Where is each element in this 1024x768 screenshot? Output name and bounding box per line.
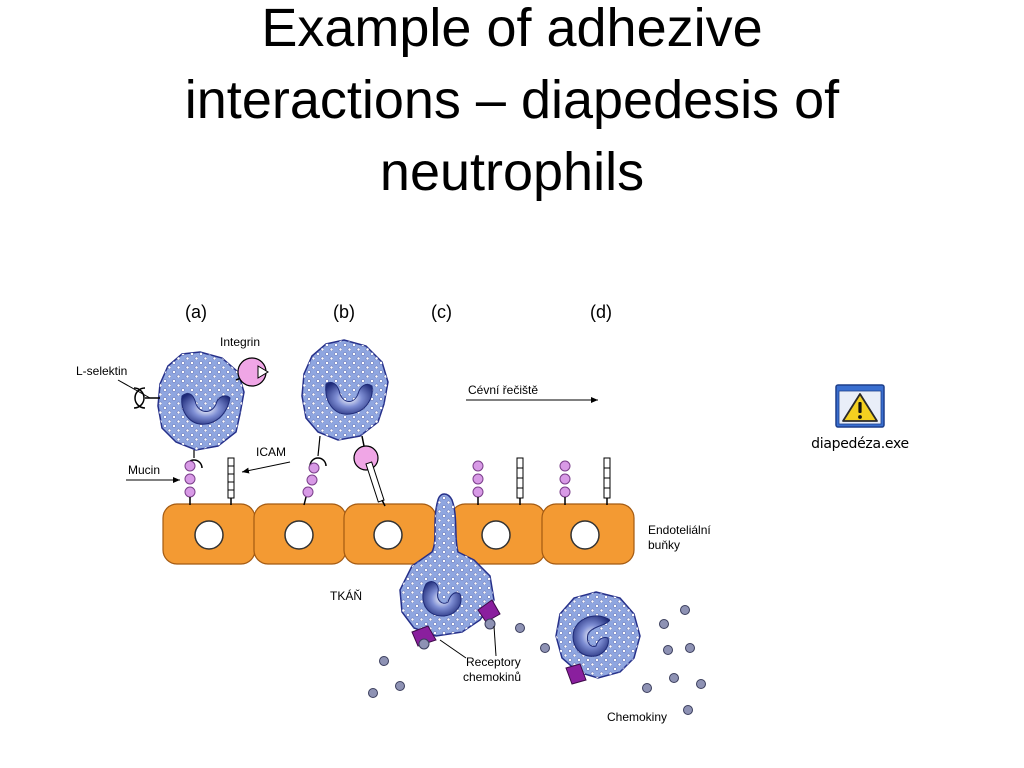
chemokine-receptor-icon	[565, 663, 587, 685]
endothelial-nucleus	[570, 520, 600, 550]
endothelial-nucleus	[194, 520, 224, 550]
label-cevni-reciste: Cévní řečiště	[468, 383, 538, 397]
endothelial-nucleus	[284, 520, 314, 550]
endothelial-nucleus	[373, 520, 403, 550]
slide-title: Example of adhezive interactions – diape…	[0, 0, 1024, 208]
chemokines	[368, 605, 706, 715]
mucin-icon	[472, 460, 484, 505]
neutrophil-a	[157, 351, 245, 451]
title-line-2: interactions – diapedesis of	[184, 70, 840, 130]
label-endotelialni-1: Endoteliální	[648, 523, 711, 537]
title-line-1: Example of adhezive	[261, 0, 763, 58]
endothelium	[162, 503, 635, 565]
icam-icon	[365, 461, 386, 507]
nucleus-icon	[325, 381, 373, 415]
label-icam: ICAM	[256, 445, 286, 459]
panel-label-a: (a)	[185, 302, 207, 322]
chemokine-receptor-icon	[411, 625, 437, 647]
title-line-3: neutrophils	[379, 142, 645, 202]
endothelial-nucleus	[481, 520, 511, 550]
nucleus-icon	[181, 393, 231, 425]
label-integrin: Integrin	[220, 335, 260, 349]
l-selektin-icon	[134, 387, 160, 409]
chemokine-receptor-icon	[477, 599, 501, 623]
label-receptory-2: chemokinů	[463, 670, 521, 684]
neutrophil-b	[301, 339, 389, 441]
nucleus-icon	[422, 581, 462, 617]
integrin-icon	[353, 445, 379, 471]
panel-label-d: (d)	[590, 302, 612, 322]
icam-icon	[227, 457, 235, 505]
panel-label-b: (b)	[333, 302, 355, 322]
neutrophil-c	[399, 493, 501, 650]
label-receptory-1: Receptory	[466, 655, 521, 669]
panel-label-c: (c)	[431, 302, 452, 322]
icam-icon	[603, 457, 611, 505]
mucin-icon	[559, 460, 571, 505]
mucin-icon	[302, 462, 320, 506]
label-l-selektin: L-selektin	[76, 364, 127, 378]
neutrophil-d	[555, 591, 641, 685]
icam-icon	[516, 457, 524, 505]
label-mucin: Mucin	[128, 463, 160, 477]
label-tkan: TKÁŇ	[330, 588, 362, 603]
label-chemokiny: Chemokiny	[607, 710, 667, 724]
warning-icon[interactable]	[834, 383, 886, 431]
label-endotelialni-2: buňky	[648, 538, 680, 552]
exe-file-label[interactable]: diapedéza.exe	[811, 436, 909, 452]
mucin-icon	[184, 460, 196, 505]
nucleus-icon	[572, 615, 611, 657]
